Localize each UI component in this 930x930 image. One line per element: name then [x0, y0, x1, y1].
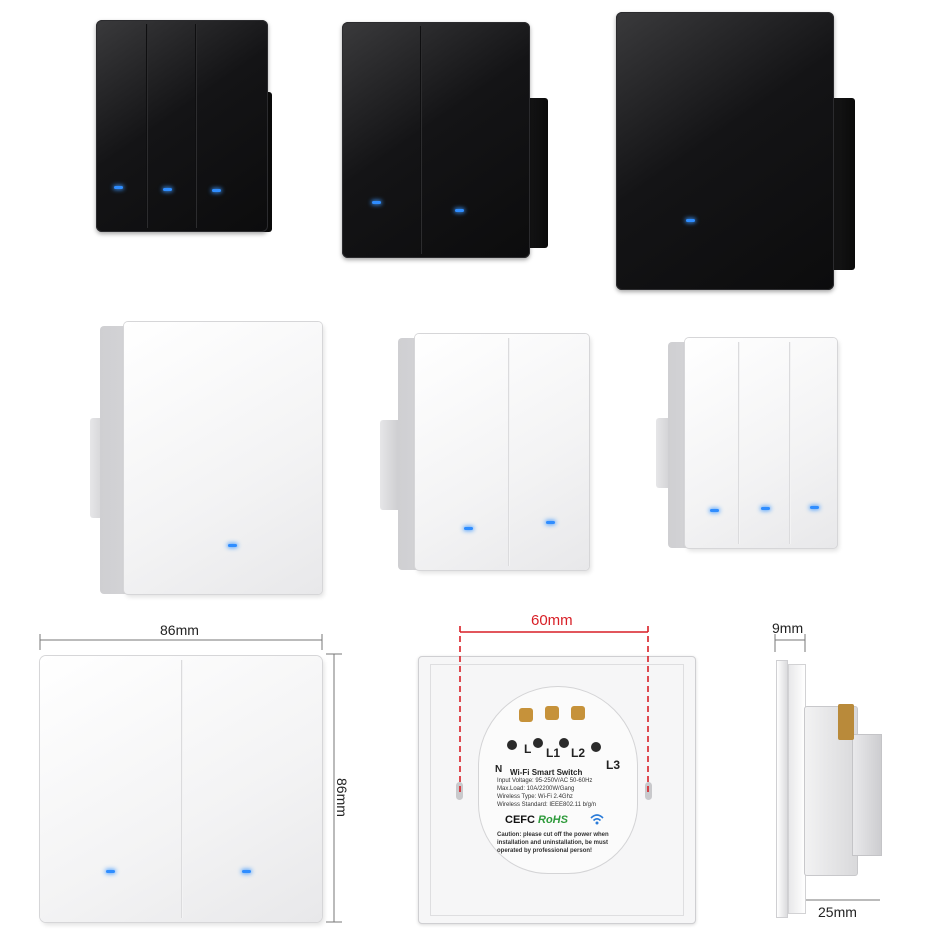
indicator-led — [114, 186, 123, 189]
indicator-led — [810, 506, 819, 509]
indicator-led — [686, 219, 695, 222]
spec-line: Wireless Type: Wi-Fi 2.4Ghz — [497, 794, 573, 800]
indicator-led — [212, 189, 221, 192]
indicator-led — [455, 209, 464, 212]
product-title: Wi-Fi Smart Switch — [510, 768, 583, 777]
indicator-led — [163, 188, 172, 191]
terminal-label: L2 — [571, 746, 586, 760]
terminal-label: N — [495, 764, 503, 775]
indicator-led — [710, 509, 719, 512]
plate-depth-label: 9mm — [772, 620, 804, 636]
screw-spacing-label: 60mm — [531, 612, 573, 629]
indicator-led — [372, 201, 381, 204]
spec-line: Wireless Standard: IEEE802.11 b/g/n — [497, 802, 596, 808]
indicator-led — [464, 527, 473, 530]
spec-line: Input Voltage: 95-250V/AC 50-60Hz — [497, 778, 593, 784]
terminal-label: L1 — [546, 746, 561, 760]
caution-line: operated by professional person! — [497, 848, 593, 854]
terminal-label: L — [524, 742, 532, 756]
cert-mark: FC — [520, 814, 535, 826]
indicator-led — [242, 870, 251, 873]
width-dimension-label: 86mm — [160, 622, 199, 638]
terminal-label: L3 — [606, 758, 621, 772]
box-depth-label: 25mm — [818, 904, 857, 920]
rohs-mark: RoHS — [538, 814, 568, 826]
cert-mark: CE — [505, 814, 521, 826]
indicator-led — [228, 544, 237, 547]
indicator-led — [546, 521, 555, 524]
indicator-led — [106, 870, 115, 873]
caution-line: installation and uninstallation, be must — [497, 840, 609, 846]
indicator-led — [761, 507, 770, 510]
wifi-icon — [590, 812, 604, 826]
caution-line: Caution: please cut off the power when — [497, 832, 609, 838]
spec-line: Max.Load: 10A/2200W/Gang — [497, 786, 575, 792]
